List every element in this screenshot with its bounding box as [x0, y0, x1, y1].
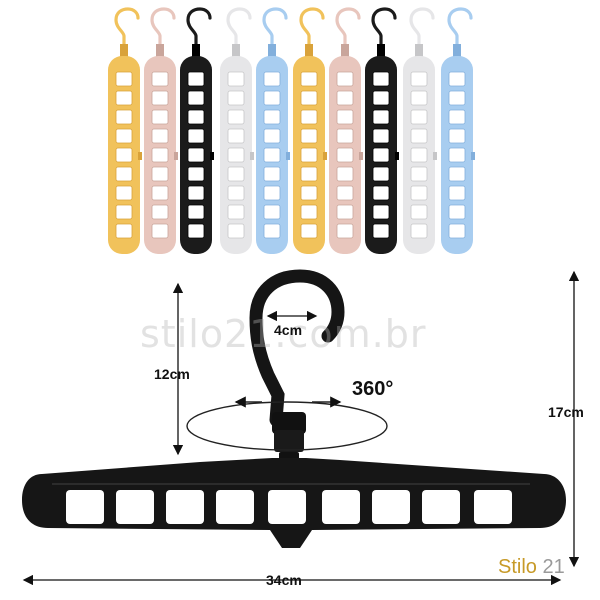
width-34-label: 34cm [266, 572, 302, 588]
hanger-variant [180, 7, 214, 254]
hanger-slot [422, 490, 460, 524]
brand-logo-part2: 21 [542, 556, 565, 578]
hanger-slot [166, 490, 204, 524]
hanger-color-variants [108, 7, 475, 254]
rotation-ellipse [186, 401, 388, 451]
brand-logo: Stilo 21 [498, 556, 565, 579]
hanger-variant [403, 7, 437, 254]
hanger-slot [322, 490, 360, 524]
hanger-variant [220, 7, 254, 254]
height-17-label: 17cm [548, 404, 584, 420]
hook-swivel [272, 412, 306, 434]
hanger-slot [372, 490, 410, 524]
hanger-variant [441, 7, 475, 254]
hanger-slot [116, 490, 154, 524]
rotation-label: 360° [352, 378, 394, 400]
hanger-variant [293, 7, 327, 254]
hook-width-label: 4cm [274, 322, 303, 338]
watermark-text: stilo21.com.br [140, 312, 427, 356]
hanger-variant [365, 7, 399, 254]
brand-logo-part1: Stilo [498, 556, 537, 578]
hanger-variant [144, 7, 178, 254]
hanger-variant [108, 7, 142, 254]
height-12-label: 12cm [154, 366, 190, 382]
hanger-slot [474, 490, 512, 524]
hanger-slot [216, 490, 254, 524]
hanger-slot [66, 490, 104, 524]
hook-icon [249, 269, 345, 427]
hanger-variant [329, 7, 363, 254]
hanger-variant [256, 7, 290, 254]
hanger-slot [268, 490, 306, 524]
